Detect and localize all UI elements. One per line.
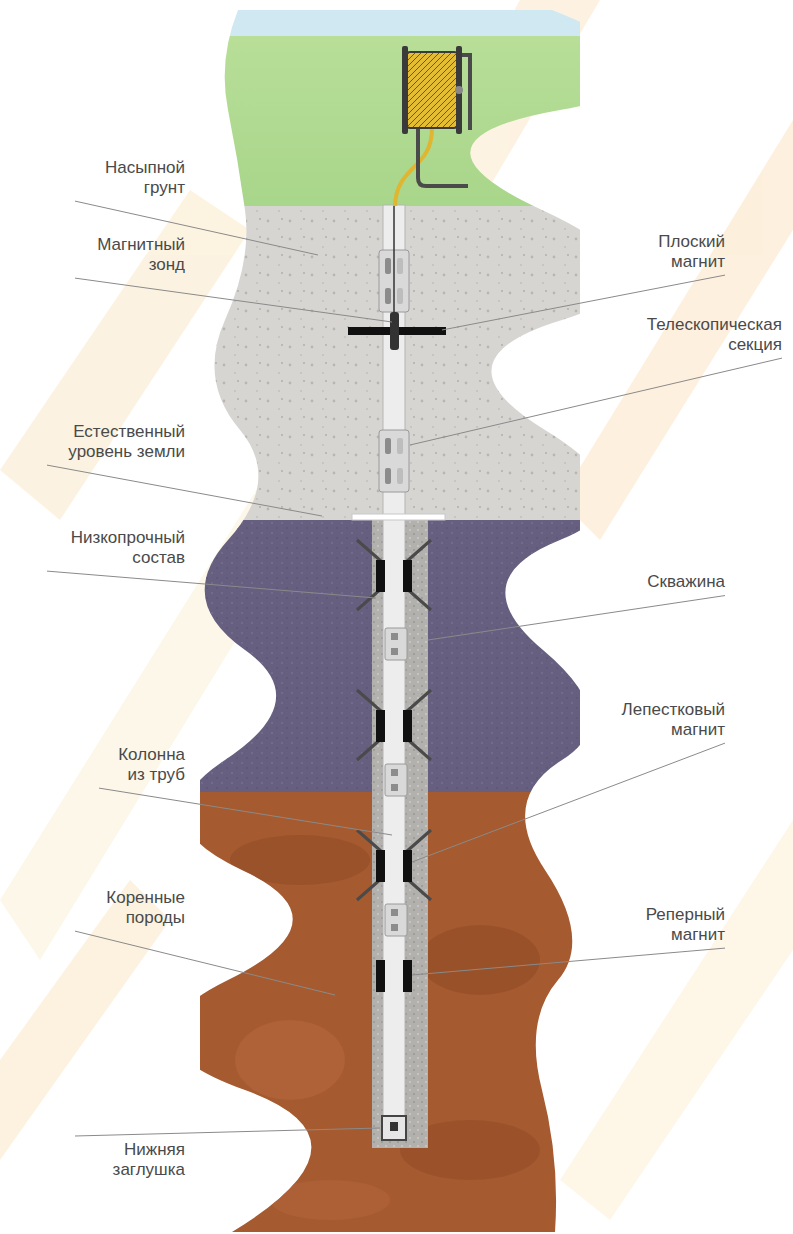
part-label: Колонна из труб (99, 745, 185, 784)
leader-line (99, 788, 392, 835)
spider-magnet (357, 690, 431, 760)
leader-line (75, 1128, 380, 1136)
ground-column (200, 0, 580, 1234)
part-label: Телескопическая секция (614, 315, 782, 354)
leader-line (47, 465, 322, 516)
spider-magnet (357, 540, 431, 610)
part-label: Насыпной грунт (75, 158, 185, 197)
part-label: Плоский магнит (633, 232, 725, 271)
leader-line (75, 278, 392, 322)
pipe-coupling (385, 628, 407, 936)
part-label: Коренные породы (75, 888, 185, 927)
pipe-column (383, 205, 405, 1130)
cable (395, 128, 432, 206)
part-label: Нижняя заглушка (75, 1140, 185, 1179)
leader-line (75, 931, 335, 995)
leader-line (410, 358, 782, 445)
part-label: Лепестковый магнит (597, 700, 725, 739)
part-label: Низкопрочный состав (47, 528, 185, 567)
leader-line (47, 571, 376, 598)
part-label: Естественный уровень земли (47, 422, 185, 461)
leader-line (428, 596, 725, 640)
part-label: Магнитный зонд (75, 235, 185, 274)
leader-line (412, 948, 725, 975)
part-label: Скважина (625, 572, 725, 592)
part-label: Реперный магнит (627, 905, 725, 944)
spider-magnet (357, 830, 431, 900)
bottom-cap (382, 1116, 406, 1140)
leader-line (412, 743, 725, 862)
cable-reel (402, 46, 470, 186)
coupling-slot (391, 633, 398, 931)
telescopic-section (379, 430, 409, 492)
magnetic-probe (390, 205, 399, 350)
datum-magnet (376, 960, 412, 992)
ground-level-plate (352, 514, 445, 520)
